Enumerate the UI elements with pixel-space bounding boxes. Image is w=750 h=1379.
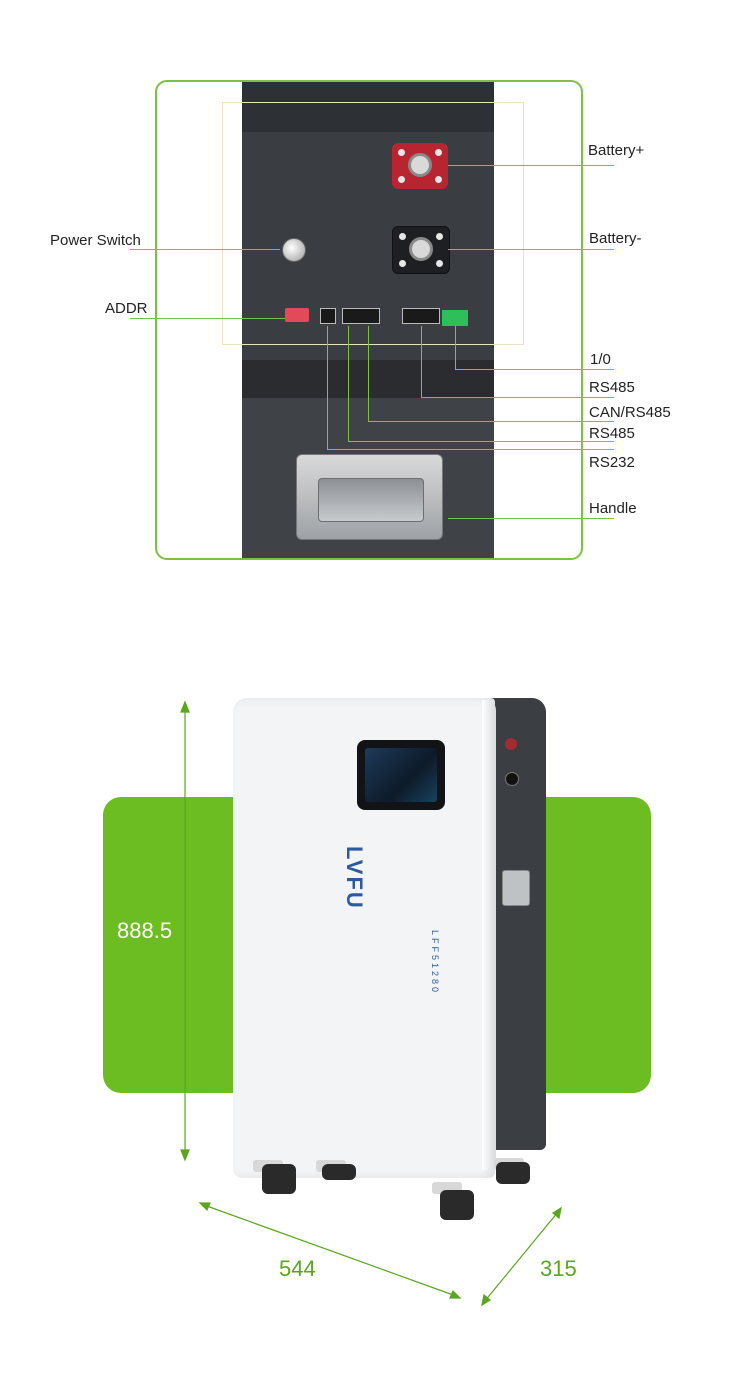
leader-rs485a-v bbox=[421, 326, 422, 398]
leader-can-h bbox=[368, 421, 614, 422]
panel-frame bbox=[155, 80, 583, 560]
rs485-can-port-pair bbox=[342, 308, 380, 324]
battery-positive-terminal bbox=[392, 143, 448, 189]
rs232-port bbox=[320, 308, 336, 324]
panel-inner-frame bbox=[222, 102, 524, 345]
label-rs232: RS232 bbox=[589, 454, 635, 471]
cabinet-top-band bbox=[242, 82, 494, 132]
leader-battery-neg bbox=[448, 249, 614, 250]
battery-front-edge bbox=[482, 700, 496, 1170]
handle-grip bbox=[318, 478, 424, 522]
caster-wheel-front-left bbox=[262, 1164, 296, 1194]
rs485-port-pair bbox=[402, 308, 440, 324]
leader-rs485b-h bbox=[348, 441, 614, 442]
leader-battery-pos bbox=[448, 165, 614, 166]
label-rs485-a: RS485 bbox=[589, 379, 635, 396]
leader-power-switch bbox=[130, 249, 280, 250]
io-terminal-block bbox=[442, 310, 468, 326]
side-negative-terminal bbox=[505, 772, 519, 786]
caster-wheel-front-right bbox=[440, 1190, 474, 1220]
side-handle bbox=[502, 870, 530, 906]
height-dimension: 888.5 bbox=[117, 918, 173, 943]
label-addr: ADDR bbox=[105, 300, 148, 317]
power-switch-button bbox=[282, 238, 306, 262]
label-can-rs485: CAN/RS485 bbox=[589, 404, 671, 421]
caster-wheel-rear-left bbox=[322, 1164, 356, 1180]
label-battery-positive: Battery+ bbox=[588, 142, 645, 159]
leader-rs485b-v bbox=[348, 326, 349, 442]
leader-rs485a-h bbox=[421, 397, 614, 398]
leader-io-h bbox=[455, 369, 614, 370]
side-positive-terminal bbox=[505, 738, 517, 750]
leader-io-v bbox=[455, 326, 456, 370]
label-power-switch: Power Switch bbox=[50, 232, 141, 249]
display-screen bbox=[365, 748, 437, 802]
label-handle: Handle bbox=[589, 500, 637, 517]
leader-can-v bbox=[368, 326, 369, 422]
caster-wheel-rear-right bbox=[496, 1162, 530, 1184]
battery-negative-terminal bbox=[392, 226, 450, 274]
label-rs485-b: RS485 bbox=[589, 425, 635, 442]
leader-addr bbox=[130, 318, 285, 319]
depth-dimension: 315 bbox=[540, 1256, 577, 1281]
leader-rs232-v bbox=[327, 326, 328, 450]
width-dimension: 544 bbox=[279, 1256, 316, 1281]
addr-dip-switch bbox=[285, 308, 309, 322]
leader-rs232-h bbox=[327, 449, 614, 450]
label-io: 1/0 bbox=[590, 351, 611, 368]
leader-handle bbox=[448, 518, 614, 519]
label-battery-negative: Battery- bbox=[589, 230, 642, 247]
